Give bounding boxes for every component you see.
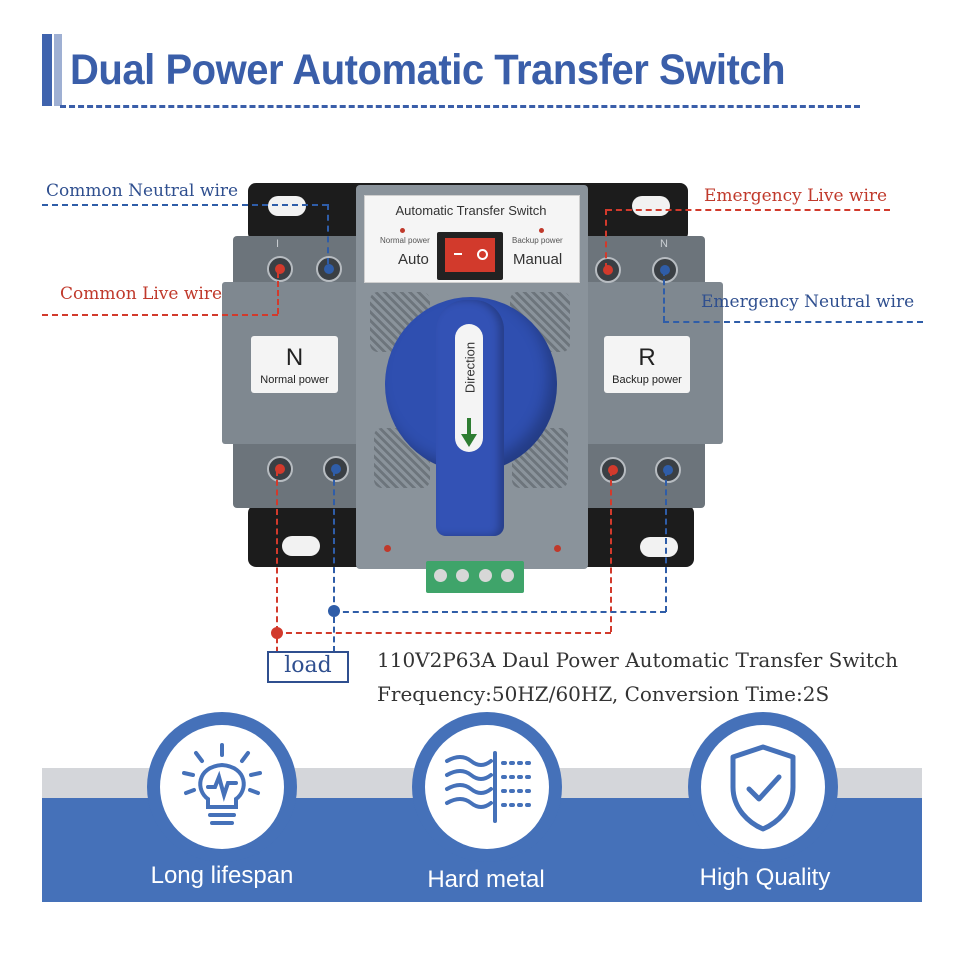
- label-emergency-neutral-wire: Emergency Neutral wire: [701, 292, 915, 312]
- spec-line-1: 110V2P63A Daul Power Automatic Transfer …: [377, 648, 898, 672]
- emergency-live-line-h: [606, 209, 890, 211]
- load-neutral-dot: [328, 605, 340, 617]
- normal-power-small: Normal power: [380, 236, 430, 245]
- backup-power-letter: R: [638, 344, 656, 371]
- normal-power-label: N Normal power: [251, 336, 338, 393]
- feature-badge-long-lifespan: [147, 712, 297, 862]
- terminal-mark-right: N: [660, 238, 668, 250]
- load-neutral-drop: [333, 617, 335, 652]
- common-neutral-line-v: [327, 204, 329, 264]
- terminal-screw-2: [456, 569, 469, 582]
- terminal-screw-load-live-left: [267, 456, 293, 482]
- normal-power-text: Normal power: [260, 374, 329, 386]
- common-live-line-v: [277, 272, 279, 314]
- terminal-screw-4: [501, 569, 514, 582]
- load-neutral-right-v: [665, 470, 667, 612]
- wind-metal-icon: [445, 751, 533, 823]
- terminal-mark-left: I: [276, 238, 280, 250]
- terminal-screw-3: [479, 569, 492, 582]
- terminal-screw-1: [434, 569, 447, 582]
- indicator-led-normal: [400, 228, 405, 233]
- feature-label-hard-metal: Hard metal: [427, 866, 545, 893]
- shield-check-icon: [730, 744, 796, 832]
- title-underline: [60, 105, 860, 108]
- emergency-neutral-line-h: [663, 321, 923, 323]
- control-terminal-block: [426, 561, 524, 593]
- backup-power-text: Backup power: [612, 374, 682, 386]
- feature-badge-hard-metal: [412, 712, 562, 862]
- feature-label-high-quality: High Quality: [699, 864, 831, 891]
- auto-label: Auto: [398, 251, 429, 268]
- manual-label: Manual: [513, 251, 563, 268]
- panel-title: Automatic Transfer Switch: [395, 203, 547, 218]
- terminal-screw-common-neutral: [316, 256, 342, 282]
- indicator-led-backup: [539, 228, 544, 233]
- mount-hole-bottom-left: [282, 536, 320, 556]
- terminal-screw-load-neutral-right: [655, 457, 681, 483]
- badge-inner-circle: [701, 725, 825, 849]
- status-led-right: [554, 545, 561, 552]
- backup-power-small: Backup power: [512, 236, 563, 245]
- load-live-h: [276, 632, 611, 634]
- handle-direction-text: Direction: [462, 341, 478, 394]
- rocker-face: [445, 238, 495, 272]
- backup-power-label: R Backup power: [604, 336, 690, 393]
- terminal-screw-common-live: [267, 256, 293, 282]
- load-label: load: [284, 653, 332, 678]
- title-accent-bar-light: [54, 34, 62, 106]
- common-live-line-h: [42, 314, 278, 316]
- mount-hole-bottom-right: [640, 537, 678, 557]
- rocker-on-mark: [477, 249, 488, 260]
- feature-badge-high-quality: [688, 712, 838, 862]
- terminal-screw-load-neutral-left: [323, 456, 349, 482]
- page-title: Dual Power Automatic Transfer Switch: [70, 46, 786, 94]
- load-neutral-left-v: [333, 470, 335, 612]
- label-common-live-wire: Common Live wire: [60, 284, 223, 304]
- load-live-left-v: [276, 470, 278, 632]
- terminal-screw-emergency-neutral: [652, 257, 678, 283]
- spec-line-2: Frequency:50HZ/60HZ, Conversion Time:2S: [377, 682, 830, 706]
- badge-inner-circle: [160, 725, 284, 849]
- terminal-screw-load-live-right: [600, 457, 626, 483]
- load-box: [267, 651, 349, 683]
- auto-manual-rocker-switch[interactable]: [437, 232, 503, 280]
- common-neutral-line-h: [42, 204, 328, 206]
- lightbulb-icon: [182, 743, 262, 825]
- title-accent-bar: [42, 34, 52, 106]
- feature-label-long-lifespan: Long lifespan: [150, 862, 294, 889]
- load-live-dot: [271, 627, 283, 639]
- label-common-neutral-wire: Common Neutral wire: [46, 181, 239, 201]
- normal-power-letter: N: [285, 344, 304, 371]
- load-neutral-h: [333, 611, 666, 613]
- load-live-drop: [276, 638, 278, 652]
- mount-hole-top-left: [268, 196, 306, 216]
- badge-inner-circle: [425, 725, 549, 849]
- mount-hole-top-right: [632, 196, 670, 216]
- emergency-neutral-line-v: [663, 270, 665, 322]
- emergency-live-line-v: [605, 209, 607, 269]
- status-led-left: [384, 545, 391, 552]
- load-live-right-v: [610, 470, 612, 632]
- rocker-off-mark: [454, 253, 462, 255]
- terminal-screw-emergency-live: [595, 257, 621, 283]
- label-emergency-live-wire: Emergency Live wire: [704, 186, 888, 206]
- direction-arrow-icon: [461, 418, 477, 447]
